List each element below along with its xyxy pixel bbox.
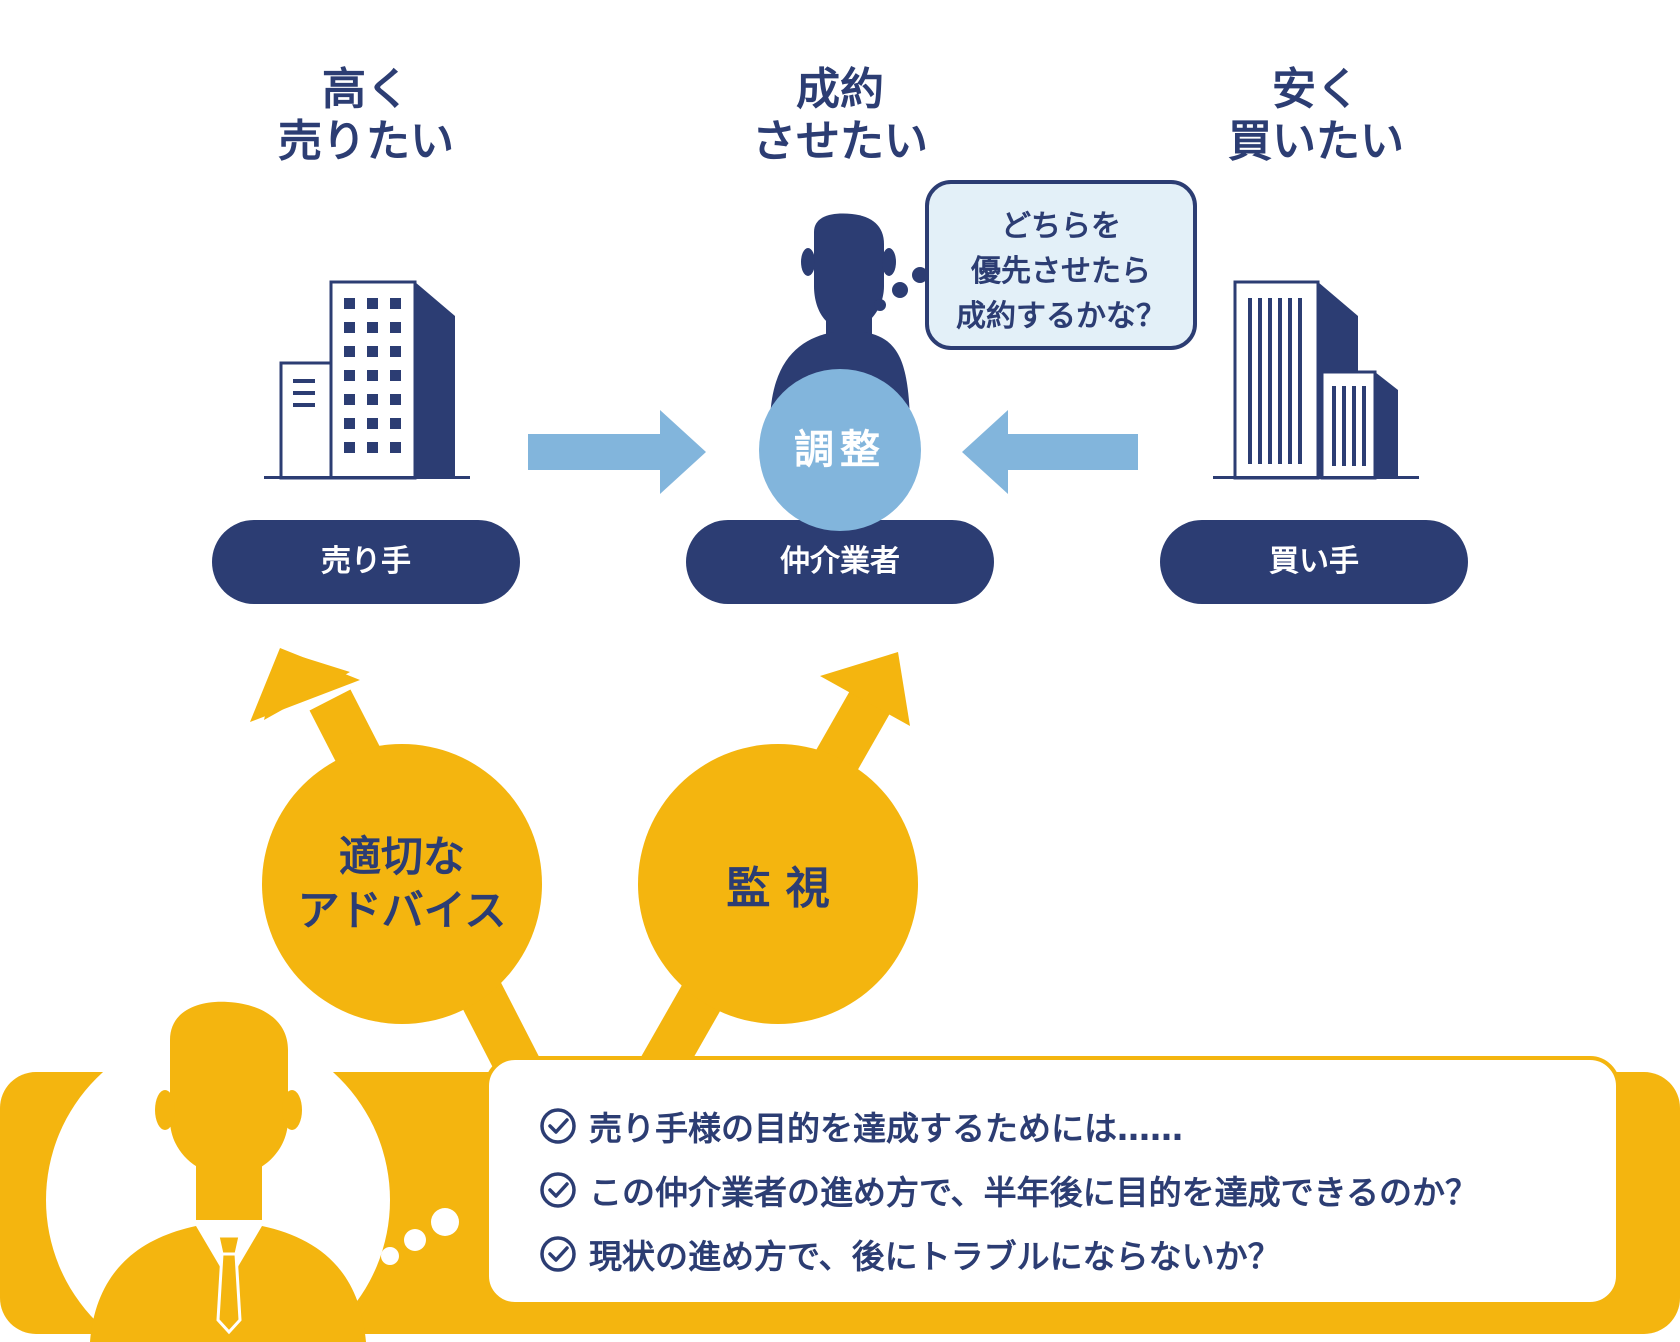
seller-heading-line2: 売りたい — [278, 116, 454, 167]
broker-thought-bubble: どちらを 優先させたら 成約するかな？ — [925, 180, 1197, 350]
buyer-heading-line2: 買いたい — [1228, 116, 1404, 167]
checklist-item: 現状の進め方で、後にトラブルにならないか？ — [539, 1222, 1616, 1286]
thought-line2: 優先させたら — [971, 254, 1151, 289]
broker-heading: 成約 させたい — [690, 64, 990, 168]
seller-to-broker-arrow — [528, 410, 706, 494]
monitor-label: 監 視 — [726, 863, 830, 914]
checklist-item-text: 売り手様の目的を達成するためには…… — [589, 1109, 1183, 1148]
seller-label: 売り手 — [212, 520, 520, 604]
buyer-to-broker-arrow — [962, 410, 1138, 494]
adjust-badge: 調整 — [759, 369, 921, 531]
buyer-label: 買い手 — [1160, 520, 1468, 604]
check-circle-icon — [540, 1172, 576, 1208]
seller-heading: 高く 売りたい — [216, 64, 516, 168]
checklist-item-text: 現状の進め方で、後にトラブルにならないか？ — [589, 1237, 1281, 1276]
check-circle-icon — [540, 1108, 576, 1144]
advice-line1: 適切な — [338, 832, 465, 881]
broker-heading-line2: させたい — [752, 116, 928, 167]
advisor-checklist: 売り手様の目的を達成するためには…… この仲介業者の進め方で、半年後に目的を達成… — [485, 1056, 1620, 1306]
broker-thought-dots — [874, 267, 928, 311]
check-circle-icon — [540, 1236, 576, 1272]
checklist-item: 売り手様の目的を達成するためには…… — [539, 1094, 1616, 1158]
advice-circle: 適切な アドバイス — [262, 744, 542, 1024]
buyer-building-icon — [1213, 280, 1419, 480]
advisor-thought-dots — [381, 1208, 459, 1265]
broker-label: 仲介業者 — [686, 520, 994, 604]
thought-line3: 成約するかな？ — [956, 299, 1166, 334]
seller-heading-line1: 高く — [322, 64, 410, 115]
checklist-item: この仲介業者の進め方で、半年後に目的を達成できるのか？ — [539, 1158, 1616, 1222]
broker-heading-line1: 成約 — [796, 64, 884, 115]
advisor-tie — [216, 1234, 242, 1335]
buyer-heading-line1: 安く — [1272, 64, 1360, 115]
monitor-circle: 監 視 — [638, 744, 918, 1024]
buyer-heading: 安く 買いたい — [1166, 64, 1466, 168]
advice-line2: アドバイス — [297, 886, 507, 935]
seller-building-icon — [264, 280, 470, 480]
checklist-item-text: この仲介業者の進め方で、半年後に目的を達成できるのか？ — [589, 1173, 1479, 1212]
advisor-icon — [90, 1001, 366, 1342]
thought-line1: どちらを — [1001, 209, 1121, 244]
